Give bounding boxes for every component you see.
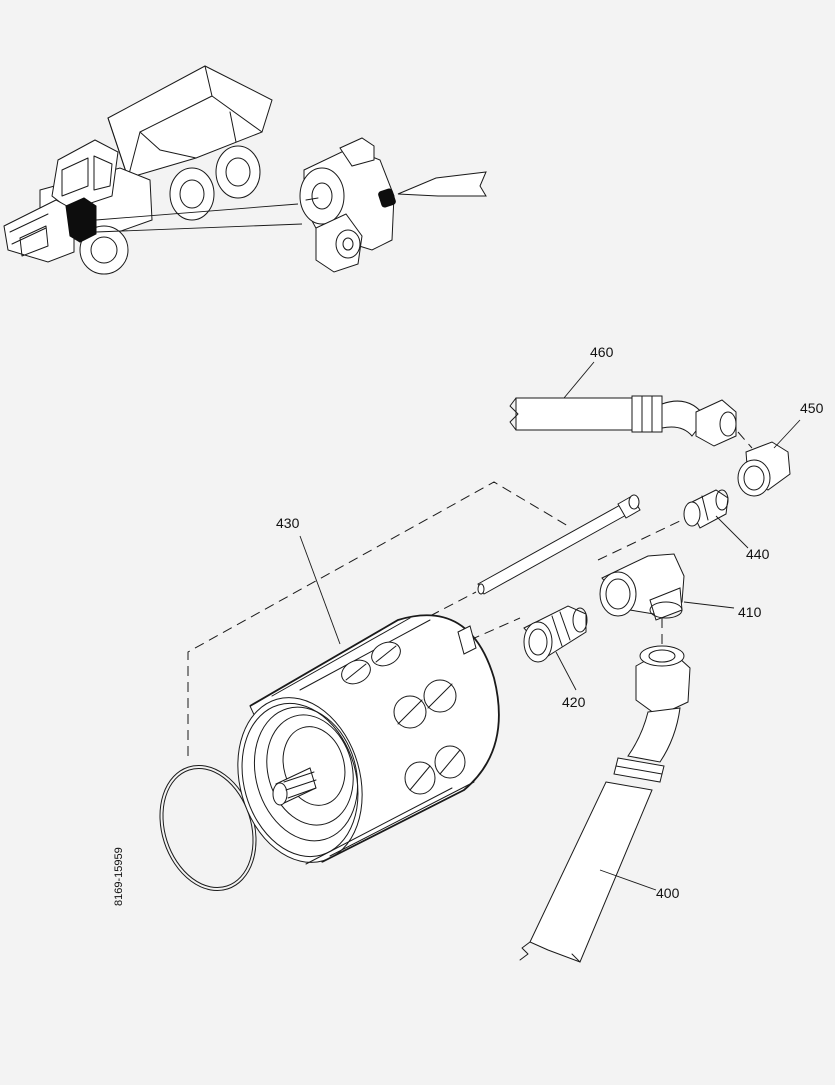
callout-410: 410 [738,604,762,620]
leader-440 [715,515,749,549]
callout-440: 440 [746,546,770,562]
elbow-fitting-410 [599,553,685,621]
fitting-420 [523,605,588,663]
leader-400 [599,869,657,891]
assembly-line-450 [737,431,753,449]
assembly-line-rod [429,591,477,617]
callout-400: 400 [656,885,680,901]
callout-430: 430 [276,515,300,531]
through-bolt [477,494,641,595]
callout-420: 420 [562,694,586,710]
elbow-fitting-450 [737,441,791,497]
fitting-440 [683,489,729,529]
leader-430 [299,535,341,645]
callout-450: 450 [800,400,824,416]
drawing-number: 8169-15959 [113,847,125,906]
hose-400 [519,645,691,963]
callout-460: 460 [590,344,614,360]
hose-460 [509,395,737,447]
truck-illustration [3,65,273,275]
component-detail-inset [95,137,487,273]
leader-420 [555,651,577,691]
leader-460 [563,361,595,399]
assembly-line-fitting-420 [469,617,521,641]
pump-motor-430 [237,614,500,865]
leader-450 [773,419,801,449]
leader-410 [683,601,735,609]
assembly-line-oring [187,481,569,756]
